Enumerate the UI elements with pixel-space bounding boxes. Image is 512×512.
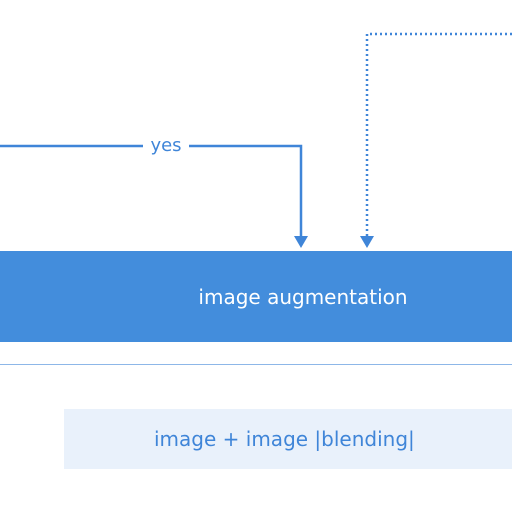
yes-edge-label: yes — [143, 134, 189, 158]
dotted-arrow-line — [365, 32, 512, 236]
divider-line — [0, 364, 512, 365]
yes-arrow-line — [0, 144, 303, 236]
image-blending-box: image + image |blending| — [64, 409, 512, 469]
image-blending-label: image + image |blending| — [154, 427, 415, 451]
image-augmentation-label: image augmentation — [198, 284, 408, 309]
dotted-arrowhead — [360, 236, 374, 248]
image-augmentation-box: image augmentation — [0, 251, 512, 342]
yes-arrowhead — [294, 236, 308, 248]
